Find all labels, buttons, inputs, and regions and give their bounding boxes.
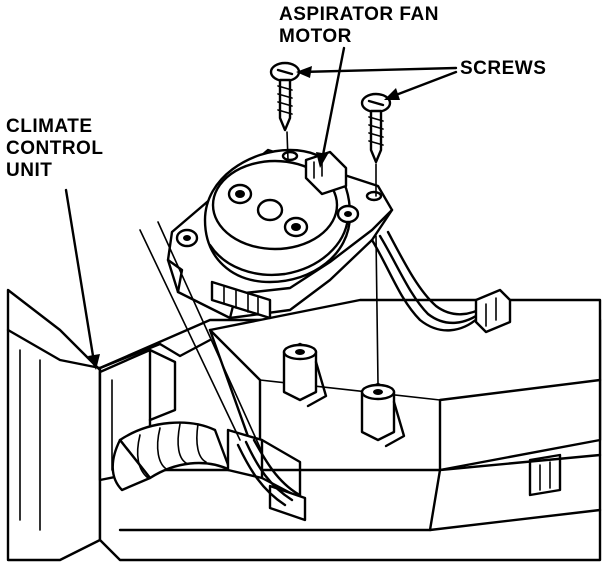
aspirator-fan-motor-label: ASPIRATOR FAN MOTOR	[279, 4, 439, 48]
screw-left	[269, 61, 301, 132]
aspirator-fan-motor	[166, 148, 394, 320]
screw-right	[360, 92, 392, 164]
climate-label-line-1: CLIMATE	[6, 116, 93, 137]
mounting-boss-left	[282, 342, 328, 408]
lower-connector	[226, 428, 307, 522]
leader-lines	[64, 46, 458, 453]
motor-wire-harness	[370, 230, 512, 334]
screws-label: SCREWS	[460, 58, 547, 79]
climate-control-unit-label: CLIMATE CONTROL UNIT	[6, 116, 103, 182]
mounting-boss-right	[360, 382, 406, 448]
climate-control-unit-housing	[6, 288, 602, 562]
climate-label-line-2: CONTROL	[6, 138, 104, 159]
aspirator-hose	[111, 421, 232, 492]
aspirator-label-line-2: MOTOR	[279, 26, 352, 47]
climate-label-line-3: UNIT	[6, 160, 53, 181]
aspirator-label-line-1: ASPIRATOR FAN	[279, 4, 439, 25]
